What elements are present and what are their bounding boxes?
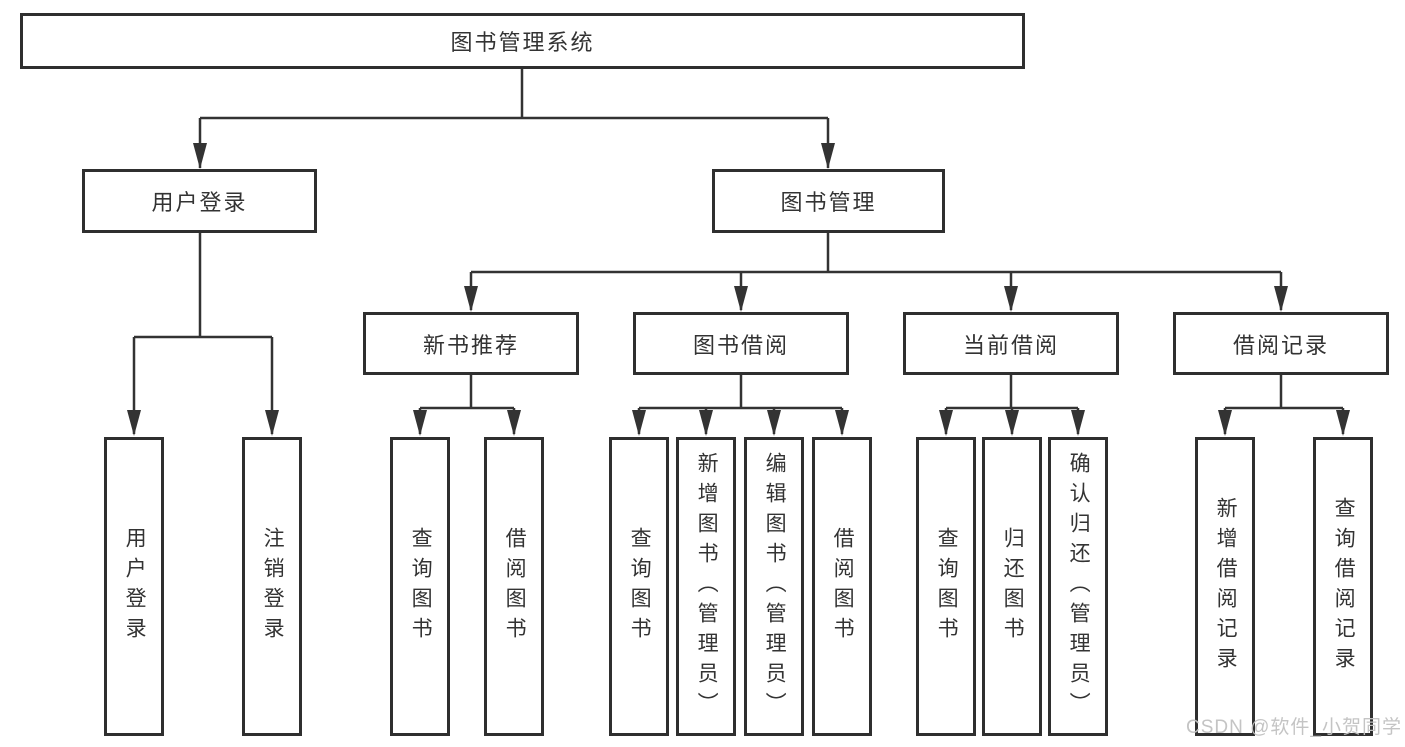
leaf-borrowing-borrow-books: 借阅图书 — [812, 437, 872, 736]
node-current-borrowing-label: 当前借阅 — [962, 332, 1059, 358]
leaf-recommend-query-books-label: 查询图书 — [409, 526, 433, 647]
leaf-query-borrow-record: 查询借阅记录 — [1313, 437, 1373, 736]
node-book-borrowing: 图书借阅 — [633, 312, 849, 375]
leaf-edit-book-admin: 编辑图书（管理员） — [744, 437, 804, 736]
leaf-confirm-return-admin-label: 确认归还（管理员） — [1067, 451, 1091, 722]
leaf-add-borrow-record: 新增借阅记录 — [1195, 437, 1255, 736]
leaf-recommend-query-books: 查询图书 — [390, 437, 450, 736]
leaf-edit-book-admin-label: 编辑图书（管理员） — [763, 451, 787, 722]
node-root-label: 图书管理系统 — [450, 30, 595, 55]
csdn-watermark: CSDN @软件_小贺同学 — [1186, 717, 1402, 738]
leaf-return-books: 归还图书 — [982, 437, 1042, 736]
leaf-add-book-admin: 新增图书（管理员） — [676, 437, 736, 736]
node-user-login-label: 用户登录 — [151, 190, 248, 215]
leaf-add-book-admin-label: 新增图书（管理员） — [695, 451, 719, 722]
leaf-current-query-books-label: 查询图书 — [935, 526, 959, 647]
leaf-logout-label: 注销登录 — [261, 526, 285, 647]
leaf-confirm-return-admin: 确认归还（管理员） — [1048, 437, 1108, 736]
node-book-management-label: 图书管理 — [780, 190, 877, 215]
leaf-add-borrow-record-label: 新增借阅记录 — [1214, 496, 1238, 677]
leaf-user-login: 用户登录 — [104, 437, 164, 736]
leaf-user-login-label: 用户登录 — [123, 526, 147, 647]
leaf-query-borrow-record-label: 查询借阅记录 — [1332, 496, 1356, 677]
leaf-borrowing-query-books-label: 查询图书 — [628, 526, 652, 647]
node-new-book-recommend-label: 新书推荐 — [422, 332, 519, 358]
leaf-borrowing-borrow-books-label: 借阅图书 — [831, 526, 855, 647]
node-root: 图书管理系统 — [20, 13, 1025, 69]
leaf-current-query-books: 查询图书 — [916, 437, 976, 736]
node-new-book-recommend: 新书推荐 — [363, 312, 579, 375]
leaf-borrowing-query-books: 查询图书 — [609, 437, 669, 736]
leaf-logout: 注销登录 — [242, 437, 302, 736]
leaf-return-books-label: 归还图书 — [1001, 526, 1025, 647]
node-book-management: 图书管理 — [712, 169, 945, 233]
node-book-borrowing-label: 图书借阅 — [692, 332, 789, 358]
node-borrow-records: 借阅记录 — [1173, 312, 1389, 375]
node-user-login: 用户登录 — [82, 169, 317, 233]
leaf-recommend-borrow-books: 借阅图书 — [484, 437, 544, 736]
leaf-recommend-borrow-books-label: 借阅图书 — [503, 526, 527, 647]
node-borrow-records-label: 借阅记录 — [1232, 332, 1329, 358]
node-current-borrowing: 当前借阅 — [903, 312, 1119, 375]
